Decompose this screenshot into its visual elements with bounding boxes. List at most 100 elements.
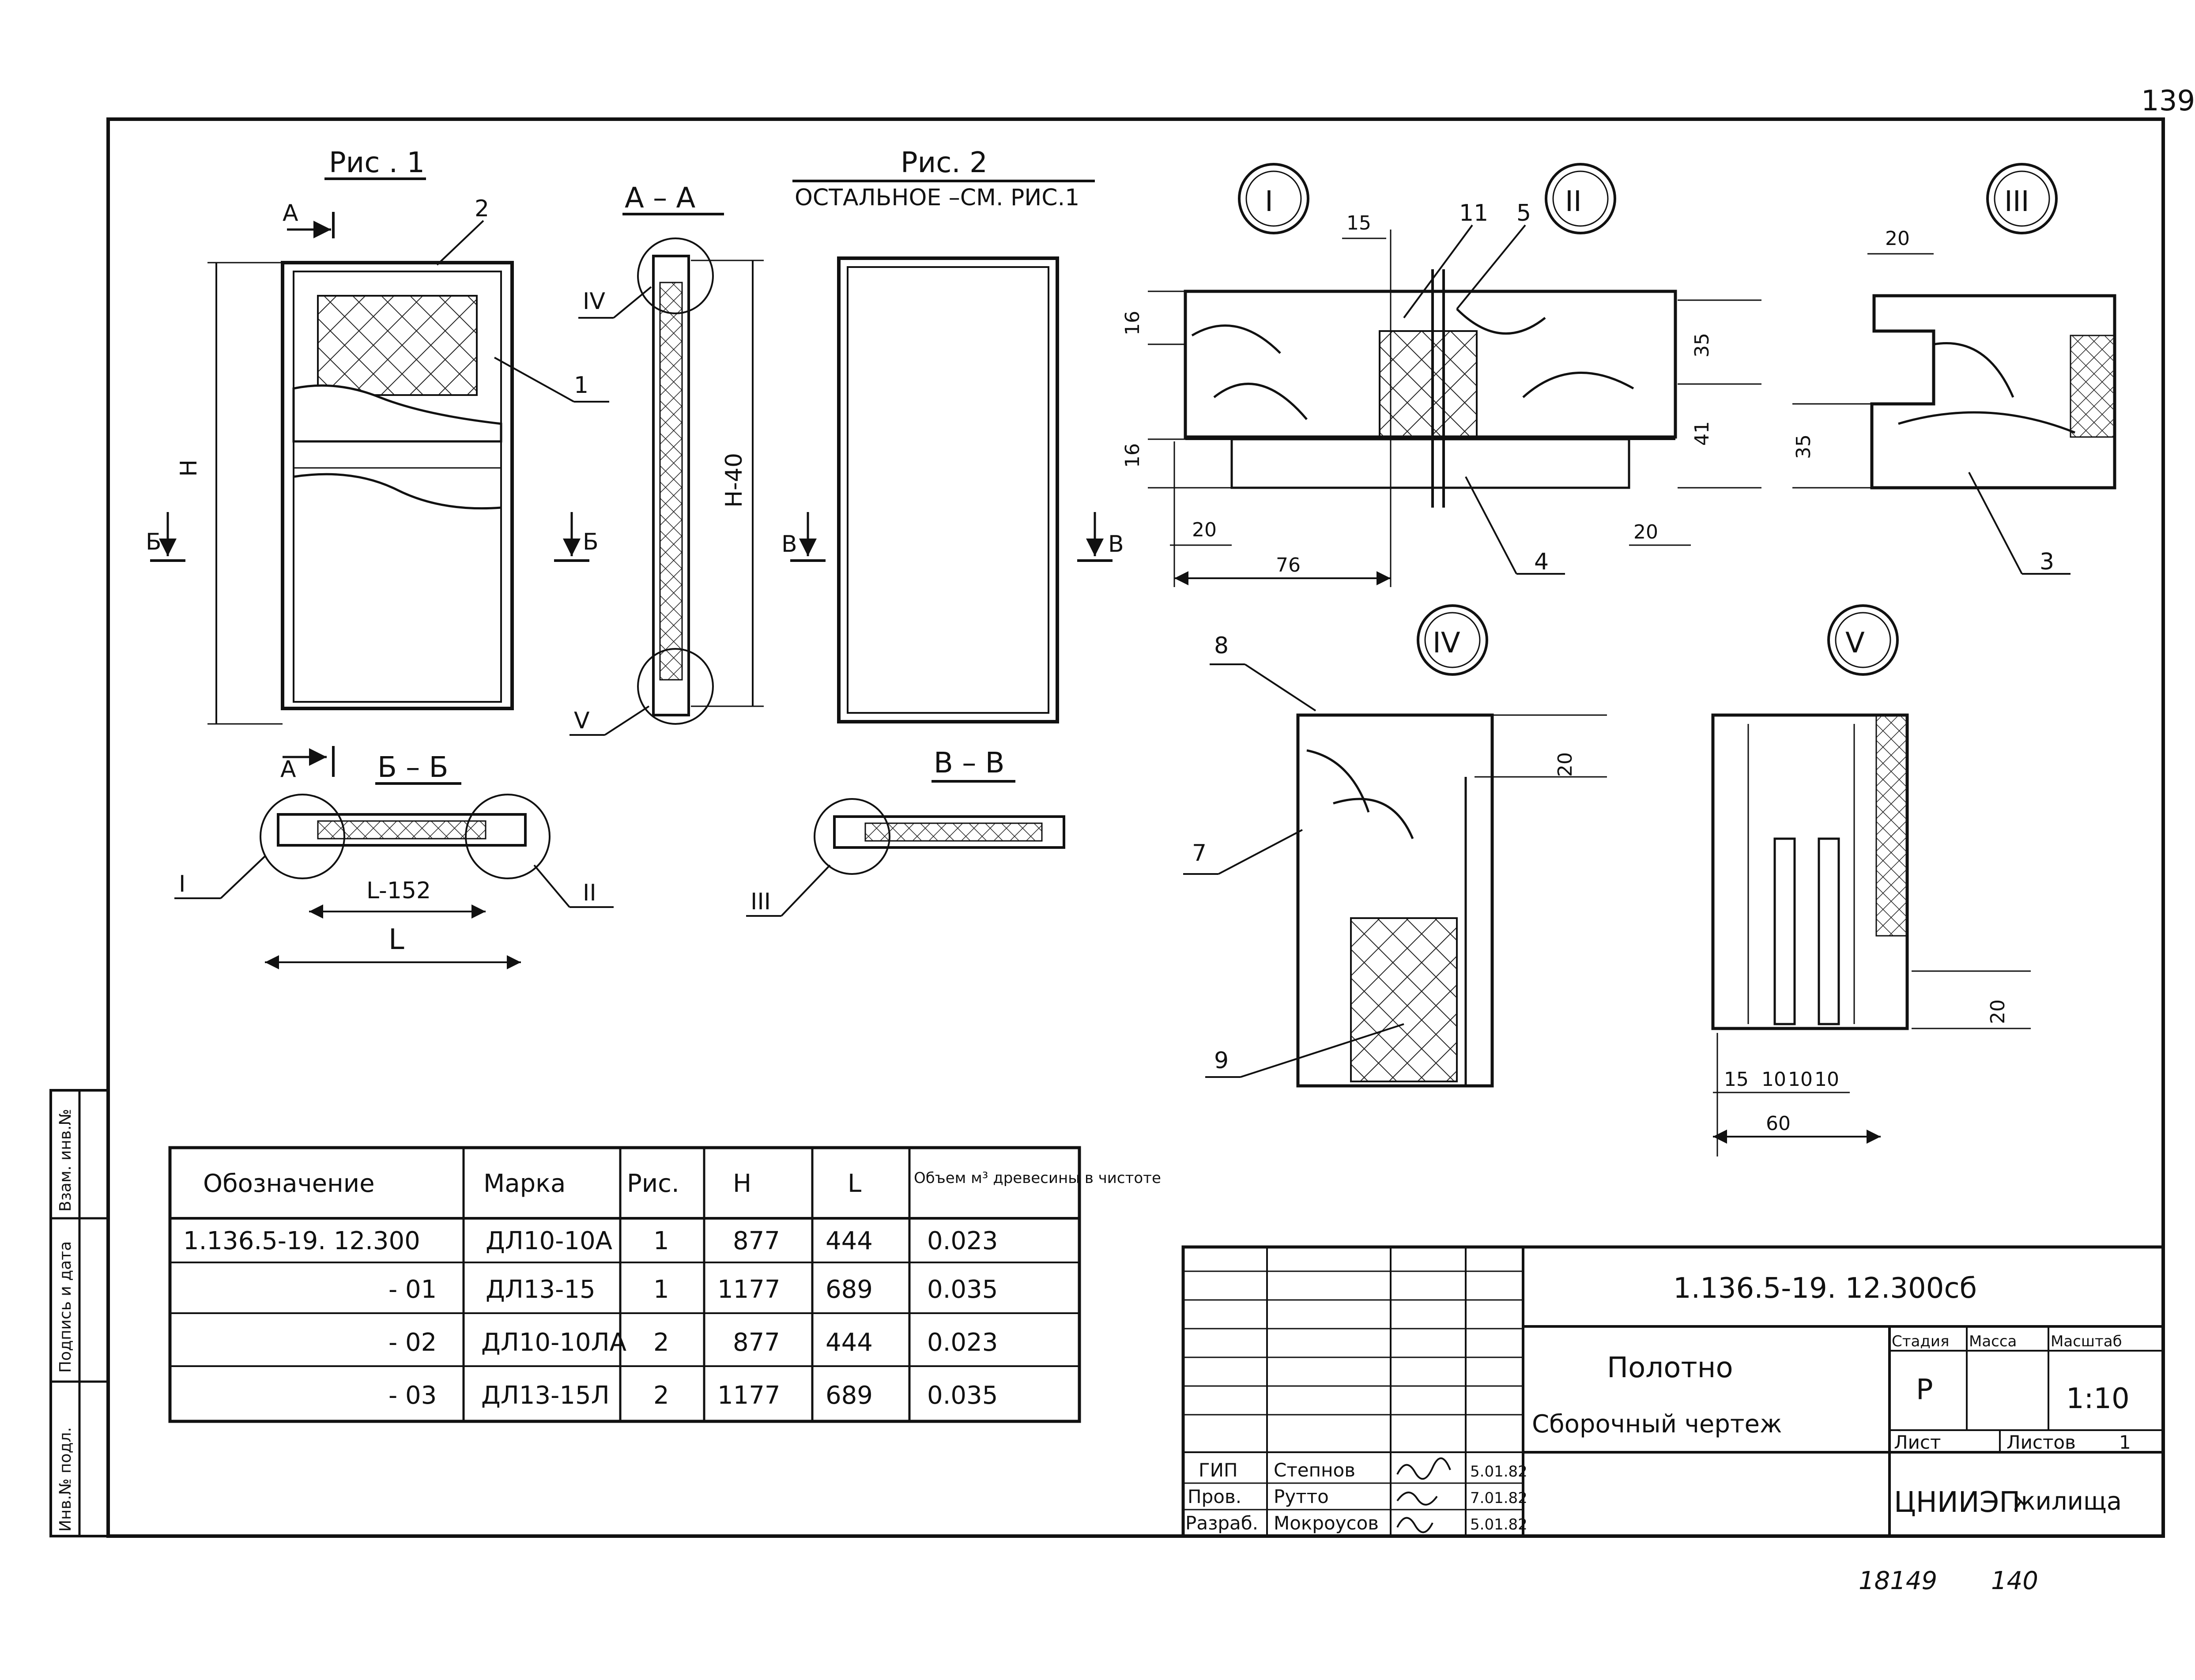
fig2-section-v-left: В bbox=[781, 531, 797, 557]
stamp-role-3: Разраб. bbox=[1185, 1512, 1258, 1534]
section-aa-dim: Н-40 bbox=[721, 453, 747, 508]
detail-v-dim-10c: 10 bbox=[1814, 1068, 1839, 1091]
section-aa-roman-v: V bbox=[574, 708, 590, 734]
detail-iv-dim-20: 20 bbox=[1554, 752, 1576, 777]
section-bb-roman-ii: II bbox=[583, 880, 596, 906]
detail-iii-callout-3: 3 bbox=[2040, 549, 2054, 575]
table-row-1-h: 877 bbox=[733, 1227, 780, 1255]
table-row-1-volume: 0.023 bbox=[927, 1227, 998, 1255]
stamp-col-scale: Масштаб bbox=[2051, 1333, 2122, 1350]
fig1-section-b-left: Б bbox=[146, 529, 162, 555]
section-bb-section-a: А bbox=[280, 756, 296, 783]
table-row-3-volume: 0.023 bbox=[927, 1328, 998, 1357]
detail-iii-dim-35: 35 bbox=[1792, 434, 1815, 459]
table-row-3-fig: 2 bbox=[653, 1328, 669, 1357]
stamp-signature-3 bbox=[1396, 1517, 1433, 1533]
detail-iv-callout-8: 8 bbox=[1214, 633, 1229, 659]
stamp-role-2: Пров. bbox=[1188, 1486, 1241, 1507]
margin-label-replace: Взам. инв.№ bbox=[57, 1109, 75, 1212]
stamp-name-2: Рутто bbox=[1274, 1486, 1329, 1507]
section-aa-title: А – А bbox=[625, 182, 695, 215]
table-row-3-designation: - 02 bbox=[388, 1328, 437, 1357]
table-row-3-h: 877 bbox=[733, 1328, 780, 1357]
table-row-2-mark: ДЛ13-15 bbox=[486, 1275, 596, 1304]
detail-ii-label: II bbox=[1565, 185, 1582, 218]
fig1-front-view: Рис . 1 А Б Б Н 2 1 bbox=[146, 147, 609, 725]
fig2-front-view: Рис. 2 ОСТАЛЬНОЕ –СМ. РИС.1 В В bbox=[781, 147, 1124, 723]
table-row-4-h: 1177 bbox=[717, 1381, 781, 1410]
table-row-4-fig: 2 bbox=[653, 1381, 669, 1410]
table-header-mark: Марка bbox=[483, 1169, 566, 1198]
table-row-4-designation: - 03 bbox=[388, 1381, 437, 1410]
fig1-callout-1: 1 bbox=[574, 372, 588, 399]
stamp-sheets-label: Листов bbox=[2006, 1431, 2076, 1453]
table-header-volume: Объем м³ древесины в чистоте bbox=[914, 1169, 1161, 1187]
stamp-date-2: 7.01.82 bbox=[1470, 1489, 1527, 1507]
detail-i-dim-15: 15 bbox=[1346, 212, 1371, 234]
table-row-2-designation: - 01 bbox=[388, 1275, 437, 1304]
section-bb-roman-i: I bbox=[179, 871, 185, 897]
fig2-subtitle: ОСТАЛЬНОЕ –СМ. РИС.1 bbox=[795, 185, 1079, 211]
section-vv-title: В – В bbox=[934, 747, 1005, 780]
section-vv-roman-iii: III bbox=[751, 889, 771, 915]
fig2-title: Рис. 2 bbox=[901, 147, 988, 179]
detail-v-dim-20: 20 bbox=[1987, 999, 2009, 1024]
section-vv: В – В III bbox=[746, 747, 1065, 917]
stamp-name-1: Степнов bbox=[1274, 1459, 1355, 1481]
table-row-2-volume: 0.035 bbox=[927, 1275, 998, 1304]
bottom-note-1: 18149 bbox=[1859, 1567, 1937, 1595]
bottom-note-2: 140 bbox=[1991, 1567, 2038, 1595]
section-bb-dim-l152: L-152 bbox=[366, 878, 431, 904]
stamp-org-2: жилища bbox=[2013, 1487, 2122, 1516]
stamp-scale-value: 1:10 bbox=[2066, 1382, 2130, 1415]
stamp-role-1: ГИП bbox=[1199, 1459, 1238, 1481]
section-aa: А – А Н-40 IV V bbox=[569, 182, 764, 736]
stamp-date-1: 5.01.82 bbox=[1470, 1463, 1527, 1480]
stamp-org-1: ЦНИИЭП bbox=[1894, 1486, 2020, 1519]
detail-i-dim-16a: 16 bbox=[1121, 311, 1144, 335]
table-row-3-l: 444 bbox=[826, 1328, 873, 1357]
table-row-2-h: 1177 bbox=[717, 1275, 781, 1304]
table-header-designation: Обозначение bbox=[203, 1169, 375, 1198]
drawing-frame bbox=[106, 117, 2165, 1538]
detail-ii-dim-20b: 20 bbox=[1633, 521, 1658, 543]
table-header-l: L bbox=[848, 1169, 861, 1198]
detail-i-label: I bbox=[1265, 185, 1273, 218]
fig2-section-v-right: В bbox=[1108, 531, 1124, 557]
stamp-date-3: 5.01.82 bbox=[1470, 1516, 1527, 1533]
sheet-number: 139 bbox=[2141, 85, 2195, 117]
stamp-col-mass: Масса bbox=[1969, 1333, 2017, 1350]
detail-callout-11: 11 bbox=[1459, 200, 1488, 226]
detail-iii-label: III bbox=[2004, 185, 2029, 218]
detail-i-dim-76: 76 bbox=[1276, 554, 1301, 576]
detail-v: V 20 15 10 10 10 60 bbox=[1711, 604, 2031, 1156]
detail-i-dim-20a: 20 bbox=[1192, 519, 1217, 541]
table-row-4-mark: ДЛ13-15Л bbox=[481, 1381, 610, 1410]
table-row-1-designation: 1.136.5-19. 12.300 bbox=[183, 1227, 420, 1255]
margin-label-sign: Подпись и дата bbox=[57, 1241, 75, 1373]
title-block: ГИП Степнов 5.01.82 Пров. Рутто 7.01.82 … bbox=[1181, 1245, 2165, 1538]
spec-table: Обозначение Марка Рис. Н L Объем м³ древ… bbox=[168, 1146, 1161, 1423]
stamp-signature-1 bbox=[1396, 1457, 1451, 1480]
fig1-section-b-right: Б bbox=[583, 529, 599, 555]
detail-i-ii: I II 15 16 16 20 76 20 35 41 11 5 bbox=[1121, 163, 1761, 587]
section-bb-dim-l: L bbox=[388, 923, 404, 956]
table-row-1-fig: 1 bbox=[653, 1227, 669, 1255]
detail-i-dim-16b: 16 bbox=[1121, 443, 1144, 468]
left-margin-strip: Инв.№ подл. Подпись и дата Взам. инв.№ bbox=[49, 1089, 109, 1537]
detail-v-dim-10b: 10 bbox=[1788, 1068, 1813, 1091]
detail-v-dim-15: 15 bbox=[1724, 1068, 1749, 1091]
detail-iv: IV 20 8 7 9 bbox=[1183, 604, 1607, 1088]
table-row-1-l: 444 bbox=[826, 1227, 873, 1255]
detail-iv-callout-7: 7 bbox=[1192, 840, 1207, 866]
detail-iv-callout-9: 9 bbox=[1214, 1047, 1229, 1074]
table-row-1-mark: ДЛ10-10А bbox=[486, 1227, 612, 1255]
detail-callout-5: 5 bbox=[1516, 200, 1531, 226]
stamp-col-stage: Стадия bbox=[1892, 1333, 1949, 1350]
stamp-title-2: Сборочный чертеж bbox=[1532, 1410, 1782, 1439]
detail-callout-4: 4 bbox=[1534, 549, 1549, 575]
detail-ii-dim-41: 41 bbox=[1691, 421, 1713, 446]
stamp-name-3: Мокроусов bbox=[1274, 1512, 1379, 1534]
table-row-4-volume: 0.035 bbox=[927, 1381, 998, 1410]
fig1-dim-h: Н bbox=[176, 460, 202, 477]
